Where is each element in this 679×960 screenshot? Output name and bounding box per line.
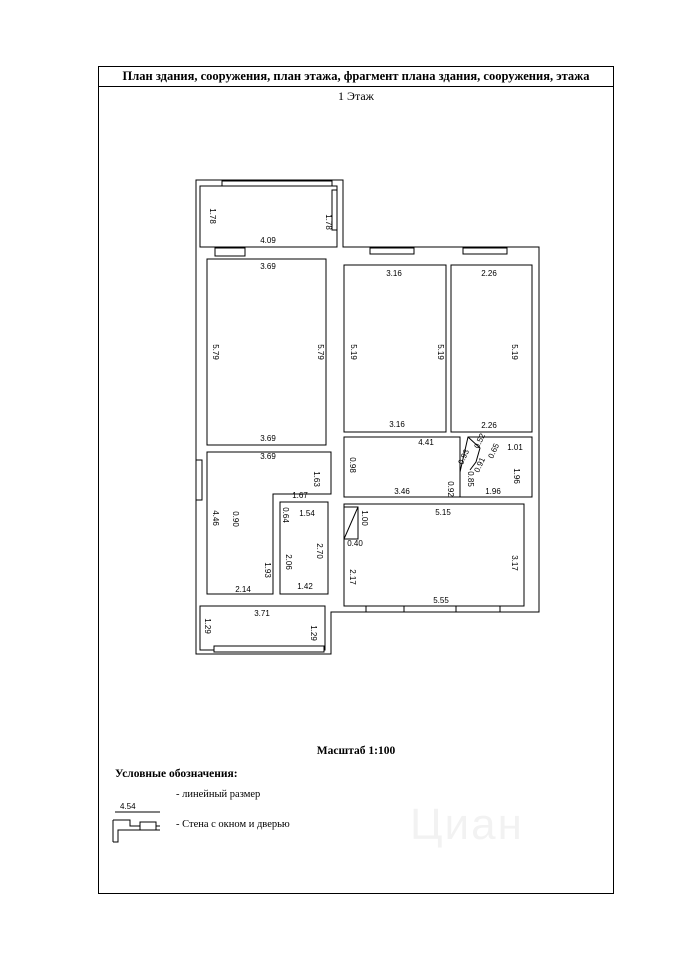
dim-bath-step: 0.64 [281,507,290,523]
diagonal-wall [467,436,481,471]
dim-diag-1: 0.93 [456,447,471,465]
dim-hall-small-h: 0.90 [231,511,240,527]
dim-hall-w-top: 3.69 [260,452,276,461]
dim-room3-w-top: 2.26 [481,269,497,278]
dim-room3-w-bottom: 2.26 [481,421,497,430]
dim-room1-h-right: 5.79 [316,344,325,360]
dim-kitchen-h-left: 2.17 [348,569,357,585]
dim-balcony-top-h-right: 1.78 [324,214,333,230]
niche [343,506,359,540]
dim-balcony-bottom-h-right: 1.29 [309,625,318,641]
dim-bath-h-left: 2.06 [284,554,293,570]
dim-corr-w: 3.46 [394,487,410,496]
scale-label: Масштаб 1:100 [316,745,396,757]
dim-balcony-bottom-h-left: 1.29 [203,618,212,634]
dim-bath-w-bottom: 1.42 [297,582,313,591]
dim-hall-w-mid: 1.67 [292,491,308,500]
bathroom [279,501,329,595]
dim-kitchen-w-top: 5.15 [435,508,451,517]
dim-wc-w-top: 1.01 [507,443,523,452]
window-top-balcony [221,180,333,187]
room-3 [450,264,533,433]
room-2 [343,264,447,433]
dim-diag-3: 0.65 [486,441,501,459]
dim-room2-h-left: 5.19 [349,344,358,360]
window-bottom-balcony [213,645,325,653]
dim-room2-w-top: 3.16 [386,269,402,278]
window-room3 [462,247,508,255]
legend-wall-text: - Стена с окном и дверью [176,819,290,830]
legend-samples: 4.54 [112,802,160,843]
dimension-labels: 1.78 1.78 4.09 3.69 5.79 5.79 3.69 3.16 … [203,208,523,641]
legend-sample-dimension: 4.54 [120,802,136,811]
outer-wall [195,179,540,655]
drawing-frame: План здания, сооружения, план этажа, фра… [98,66,614,894]
dim-kitchen-h-right: 3.17 [510,555,519,571]
dim-wc-w-bottom: 1.96 [485,487,501,496]
kitchen [343,503,525,607]
dim-diag-2: 0.52 [472,431,487,449]
door-room1 [214,247,246,257]
dim-room3-h-right: 5.19 [510,344,519,360]
window-kitchen-2 [455,605,501,613]
dim-corr-w-top: 4.41 [418,438,434,447]
dim-room1-h-left: 5.79 [211,344,220,360]
watermark: Циан [410,800,524,849]
dim-hall-h-left: 4.46 [211,510,220,526]
dim-room2-h-right: 5.19 [436,344,445,360]
dim-kitchen-w-bottom: 5.55 [433,596,449,605]
legend-title: Условные обозначения: [115,768,238,780]
window-room2 [369,247,415,255]
dim-room1-w-top: 3.69 [260,262,276,271]
dim-hall-h-bottom: 1.93 [263,562,272,578]
wc [459,436,533,498]
dim-bath-h-right: 2.70 [315,543,324,559]
hall [206,451,332,595]
dim-wc-h: 1.96 [512,468,521,484]
dim-hall-w-bottom: 2.14 [235,585,251,594]
dim-niche-h: 1.00 [360,510,369,526]
dim-corr-h-right: 0.92 [446,481,455,497]
window-kitchen-1 [365,605,405,613]
legend-dimension-text: - линейный размер [176,789,261,800]
window-hall [195,459,203,501]
dim-balcony-top-h-left: 1.78 [208,208,217,224]
dim-diag-5: 0.85 [466,471,475,487]
dim-hall-step: 1.63 [312,471,321,487]
document-header: План здания, сооружения, план этажа, фра… [99,67,613,87]
dim-room2-w-bottom: 3.16 [389,420,405,429]
dim-room1-w-bottom: 3.69 [260,434,276,443]
floor-label: 1 Этаж [338,89,374,103]
dim-bath-w-top: 1.54 [299,509,315,518]
dim-niche-w: 0.40 [347,539,363,548]
room-1 [206,258,327,446]
window-balcony-side [331,189,338,231]
dim-corr-h-left: 0.98 [348,457,357,473]
dim-balcony-top-w: 4.09 [260,236,276,245]
dim-balcony-bottom-w: 3.71 [254,609,270,618]
